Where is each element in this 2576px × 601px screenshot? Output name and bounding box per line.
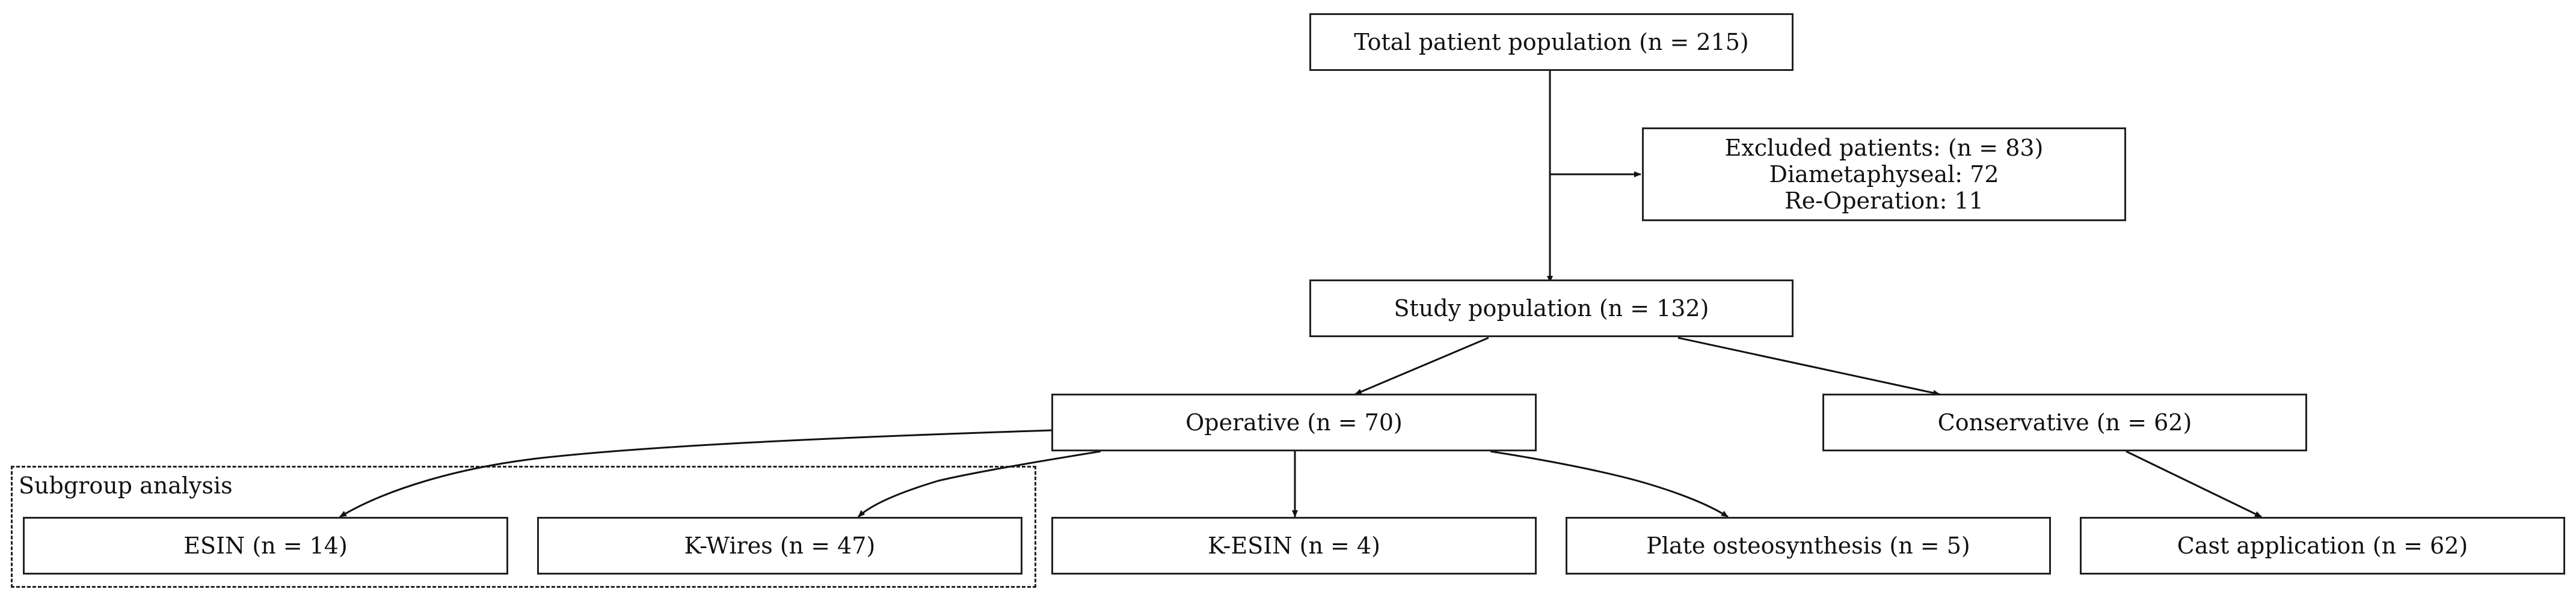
subgroup-analysis-label: Subgroup analysis (19, 472, 233, 499)
node-conservative: Conservative (n = 62) (1822, 394, 2307, 451)
edge-operative-to-esin (339, 429, 1052, 518)
excluded-line-3: Re-Operation: 11 (1784, 188, 1984, 214)
excluded-line-1: Excluded patients: (n = 83) (1724, 135, 2044, 161)
node-total-population: Total patient population (n = 215) (1309, 13, 1794, 71)
edge-operative-to-plate (1490, 450, 1729, 518)
edge-study-to-conservative (1677, 337, 1940, 396)
excluded-line-2: Diametaphyseal: 72 (1769, 161, 1999, 188)
node-plate-osteosynthesis: Plate osteosynthesis (n = 5) (1566, 517, 2051, 575)
edge-operative-to-kwires (857, 450, 1101, 518)
node-operative: Operative (n = 70) (1051, 394, 1537, 451)
node-study-population: Study population (n = 132) (1309, 279, 1794, 337)
node-excluded-patients: Excluded patients: (n = 83) Diametaphyse… (1642, 127, 2126, 221)
node-esin: ESIN (n = 14) (23, 517, 508, 575)
node-cast-application: Cast application (n = 62) (2080, 517, 2565, 575)
subgroup-analysis-cluster: Subgroup analysis (11, 466, 1036, 588)
node-k-wires: K-Wires (n = 47) (537, 517, 1022, 575)
edge-conservative-to-cast (2126, 450, 2262, 518)
node-k-esin: K-ESIN (n = 4) (1051, 517, 1537, 575)
edge-study-to-operative (1354, 337, 1489, 395)
